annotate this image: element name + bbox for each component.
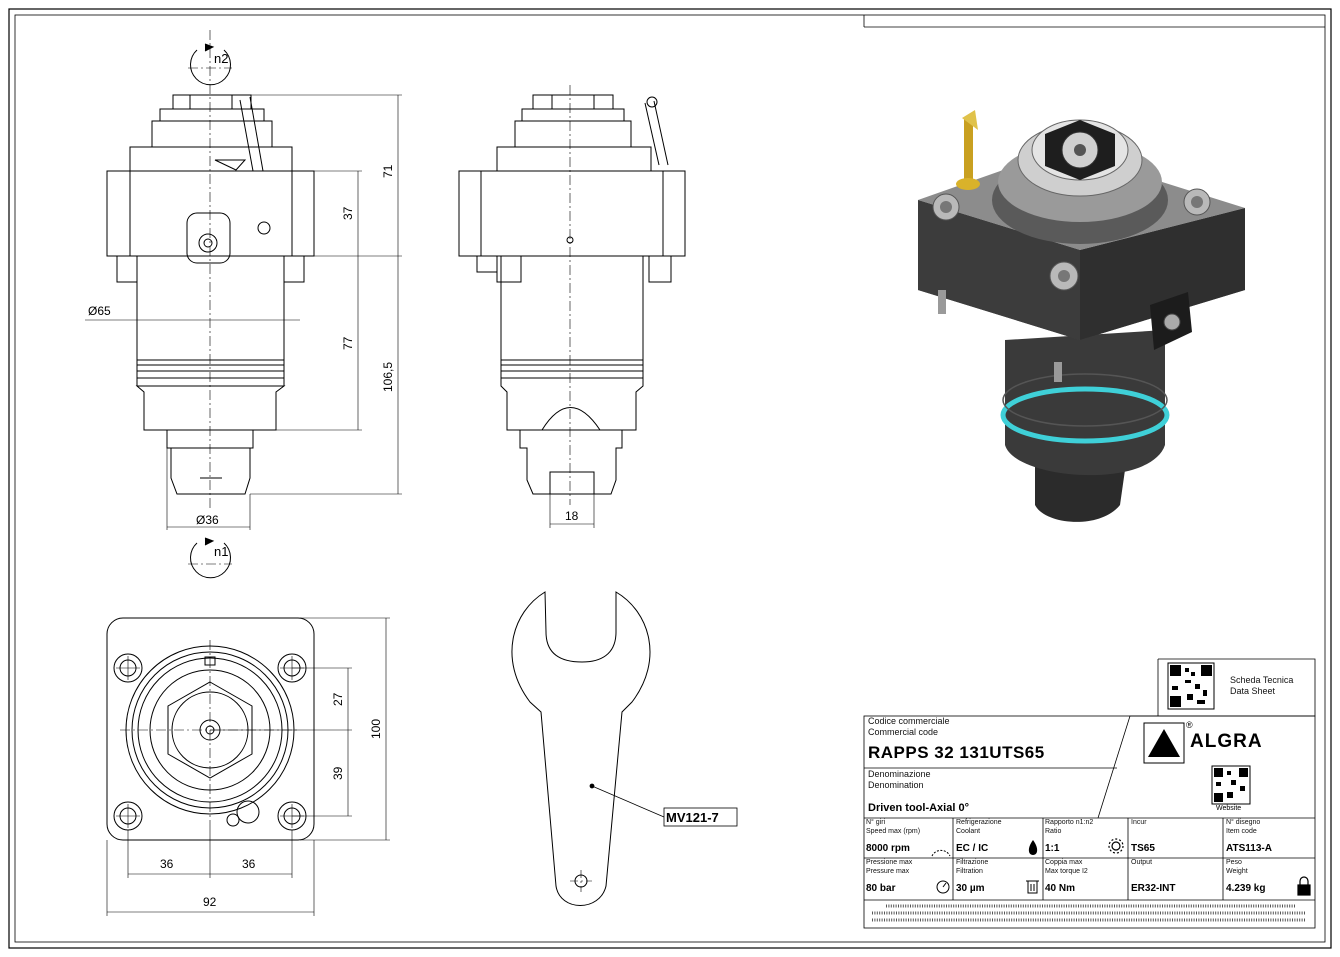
coolant-drop-icon — [1028, 840, 1038, 855]
dim-36-right: 36 — [242, 857, 256, 871]
ratio-value: 1:1 — [1045, 843, 1060, 854]
denomination-label-it: Denominazione — [868, 769, 931, 779]
dim-106-5: 106,5 — [381, 362, 395, 392]
front-dimension-lines — [85, 94, 402, 530]
weight-label-it: Peso — [1226, 859, 1242, 866]
commercial-code-value: RAPPS 32 131UTS65 — [868, 743, 1045, 762]
torque-value: 40 Nm — [1045, 883, 1076, 894]
filtration-label-en: Filtration — [956, 868, 983, 875]
drawing-number-label-en: Item code — [1226, 828, 1257, 835]
denomination-label-en: Denomination — [868, 780, 924, 790]
filter-bin-icon — [1026, 880, 1039, 894]
speed-label-it: N° giri — [866, 819, 886, 826]
dim-36-left: 36 — [160, 857, 174, 871]
wrench-label-box — [663, 807, 738, 827]
bottom-view — [106, 617, 315, 841]
dim-71: 71 — [381, 164, 395, 178]
wrench-centerline — [570, 870, 592, 892]
coolant-value: EC / IC — [956, 843, 989, 854]
algra-logo-mark — [1143, 722, 1185, 764]
speed-value: 8000 rpm — [866, 843, 910, 854]
weight-lock-icon — [1297, 876, 1311, 896]
brand-name: ALGRA — [1190, 731, 1263, 752]
dim-diameter-36: Ø36 — [196, 513, 219, 527]
filtration-label-it: Filtrazione — [956, 859, 989, 866]
rotation-symbol-n2 — [190, 43, 231, 86]
filtration-value: 30 µm — [956, 883, 985, 894]
dim-27: 27 — [331, 692, 345, 706]
code-label-it: Codice commerciale — [868, 716, 950, 726]
pressure-label-en: Pressure max — [866, 868, 910, 875]
pressure-label-it: Pressione max — [866, 859, 913, 866]
pressure-gauge-icon — [936, 880, 950, 894]
bottom-view-crosshairs — [116, 640, 304, 828]
dim-diameter-65: Ø65 — [88, 304, 111, 318]
code-label-en: Commercial code — [868, 727, 939, 737]
rotation-label-n1: n1 — [214, 544, 228, 559]
side-view — [458, 94, 686, 495]
ratio-label-it: Rapporto n1:n2 — [1045, 819, 1094, 826]
drawing-number-label-it: N° disegno — [1226, 819, 1261, 826]
qr-code-website — [1211, 765, 1251, 805]
brand-registered-mark: ® — [1186, 720, 1193, 730]
input-label: Incur — [1131, 819, 1147, 826]
front-view — [106, 94, 315, 495]
ratio-label-en: Ratio — [1045, 828, 1062, 835]
title-block-grid — [863, 658, 1316, 929]
dim-100: 100 — [369, 719, 383, 739]
output-value: ER32-INT — [1131, 883, 1176, 894]
dim-37: 37 — [341, 206, 355, 220]
front-view-centerlines — [188, 30, 232, 510]
qr-code-datasheet — [1167, 662, 1215, 710]
input-value: TS65 — [1131, 843, 1155, 854]
isometric-render — [918, 110, 1245, 522]
rotation-symbol-n1 — [190, 537, 231, 579]
weight-value: 4.239 kg — [1226, 883, 1266, 894]
weight-label-en: Weight — [1226, 868, 1248, 875]
coolant-label-en: Coolant — [956, 828, 981, 835]
rpm-gauge-icon — [931, 849, 951, 857]
dim-18: 18 — [565, 509, 579, 523]
dim-39: 39 — [331, 766, 345, 780]
wrench-leader — [589, 783, 665, 818]
output-label: Output — [1131, 859, 1153, 866]
datasheet-label-en: Data Sheet — [1230, 686, 1276, 696]
coolant-label-it: Refrigerazione — [956, 819, 1002, 826]
website-label: Website — [1216, 805, 1242, 812]
side-dimension-lines — [549, 494, 595, 528]
datasheet-label-it: Scheda Tecnica — [1230, 675, 1294, 685]
rotation-label-n2: n2 — [214, 51, 228, 66]
gear-icon — [1108, 838, 1124, 854]
bottom-dimension-lines — [106, 617, 390, 916]
fine-print-disclaimer — [872, 904, 1306, 922]
pressure-value: 80 bar — [866, 883, 896, 894]
torque-label-en: Max torque I2 — [1045, 868, 1088, 875]
wrench-label: MV121-7 — [666, 810, 719, 825]
denomination-value: Driven tool-Axial 0° — [868, 802, 969, 814]
wrench-drawing — [511, 591, 651, 906]
torque-label-it: Coppia max — [1045, 859, 1083, 866]
speed-label-en: Speed max (rpm) — [866, 828, 921, 835]
dim-77: 77 — [341, 336, 355, 350]
drawing-number-value: ATS113-A — [1226, 843, 1272, 854]
dim-92: 92 — [203, 895, 217, 909]
